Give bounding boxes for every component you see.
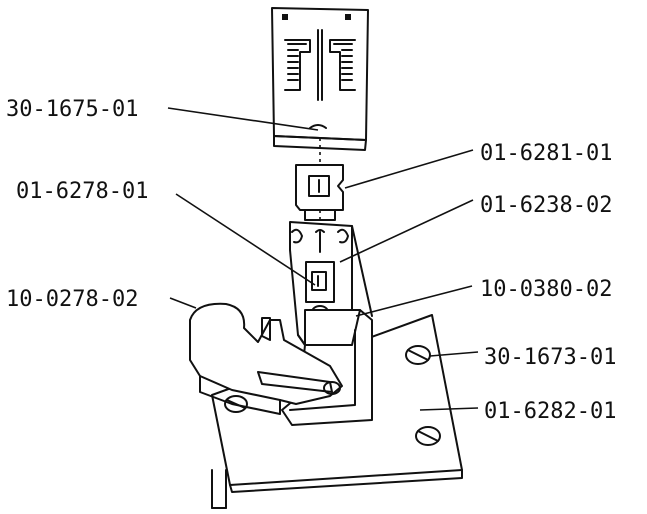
- label-upper-spacer: 01-6281-01: [480, 141, 612, 166]
- label-center-screw: 01-6278-01: [16, 179, 148, 204]
- upper-spacer-part: [295, 164, 344, 221]
- label-needle-plate-frame: 10-0380-02: [480, 277, 612, 302]
- label-base-plate: 01-6282-01: [484, 399, 616, 424]
- label-plate-screw: 30-1673-01: [484, 345, 616, 370]
- throat-plate-part: [271, 7, 369, 151]
- label-throat-plate: 30-1675-01: [6, 97, 138, 122]
- label-presser-foot: 10-0278-02: [6, 287, 138, 312]
- presser-foot-part: [189, 302, 343, 415]
- label-guide-plate: 01-6238-02: [480, 193, 612, 218]
- leader-lines: [167, 107, 479, 411]
